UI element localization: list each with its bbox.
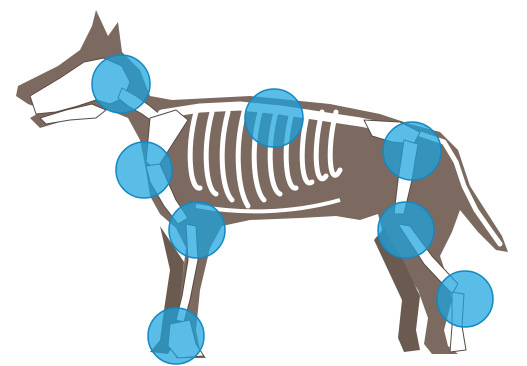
joint-marker-elbow [169,202,225,258]
joint-marker-hip [383,122,441,180]
joint-marker-thoracic-spine [245,89,303,147]
joint-marker-head-neck [92,55,150,113]
joint-marker-hock [437,271,493,327]
joint-marker-stifle [378,202,434,258]
joint-marker-carpus-forepaw [148,308,204,364]
joint-marker-shoulder [116,142,172,198]
